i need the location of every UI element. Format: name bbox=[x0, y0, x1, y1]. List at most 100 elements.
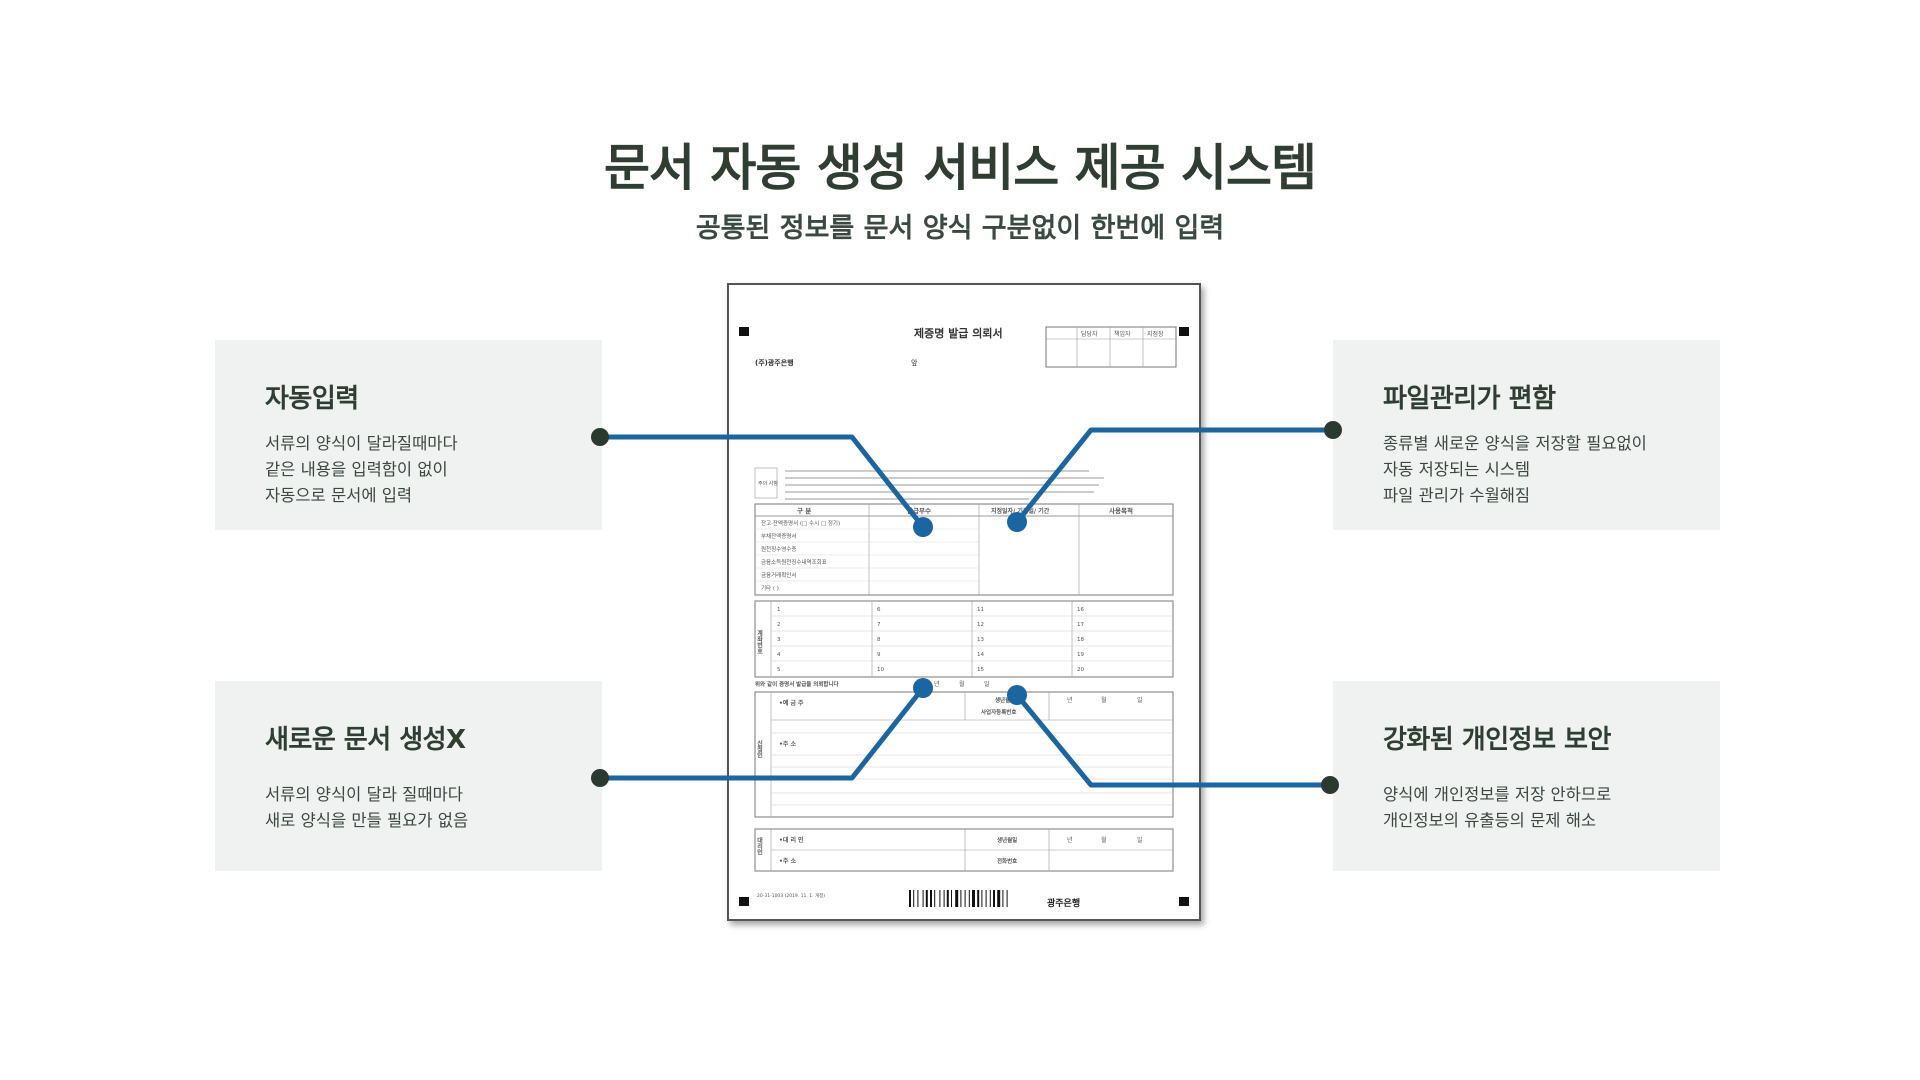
notice-section: 주의 사항 bbox=[754, 467, 1104, 500]
applicant-section: 신청인 •예 금 주 생년월일 사업자등록번호 년 월 일 •주 소 bbox=[754, 691, 1174, 818]
svg-text:4: 4 bbox=[777, 652, 781, 658]
svg-text:구 분: 구 분 bbox=[797, 506, 811, 515]
svg-text:월: 월 bbox=[1101, 696, 1107, 704]
svg-text:년: 년 bbox=[934, 680, 940, 688]
corner-mark bbox=[1179, 897, 1189, 906]
svg-text:생년월일: 생년월일 bbox=[995, 696, 1015, 704]
recipient-label: 앞 bbox=[911, 359, 918, 367]
barcode-stripe bbox=[955, 890, 959, 907]
svg-text:금융소득원천징수내역조회표: 금융소득원천징수내역조회표 bbox=[761, 558, 827, 566]
svg-text:17: 17 bbox=[1077, 622, 1084, 628]
svg-text:생년월일: 생년월일 bbox=[997, 836, 1017, 844]
barcode-stripe bbox=[968, 890, 970, 907]
bank-name: (주)광주은행 bbox=[755, 358, 794, 367]
svg-text:부채잔액증명서: 부채잔액증명서 bbox=[761, 532, 796, 540]
approval-box: 담당자 책임자 지점장 bbox=[1045, 326, 1177, 368]
svg-text:발급부수: 발급부수 bbox=[907, 506, 931, 515]
svg-text:전화번호: 전화번호 bbox=[997, 857, 1017, 865]
feature-title: 파일관리가 편함 bbox=[1383, 384, 1556, 414]
svg-text:일: 일 bbox=[1137, 696, 1143, 704]
svg-text:1: 1 bbox=[777, 607, 781, 613]
request-line: 위와 같이 증명서 발급을 의뢰합니다 bbox=[755, 680, 840, 688]
feature-desc-line: 새로 양식을 만들 필요가 없음 bbox=[265, 811, 469, 830]
feature-desc-line: 서류의 양식이 달라 질때마다 bbox=[265, 785, 463, 804]
svg-text:6: 6 bbox=[877, 607, 881, 613]
svg-text:•주 소: •주 소 bbox=[779, 740, 796, 748]
document-type-table: 구 분 발급부수 지정일자/ 기준일/ 기간 사용목적 잔고·잔액증명서 (□ … bbox=[754, 503, 1174, 596]
svg-text:•대 리 인: •대 리 인 bbox=[779, 836, 804, 844]
svg-text:원천징수영수증: 원천징수영수증 bbox=[761, 545, 796, 553]
svg-text:15: 15 bbox=[977, 667, 984, 673]
svg-text:대리인: 대리인 bbox=[756, 836, 763, 856]
barcode-stripe bbox=[989, 890, 991, 907]
barcode-stripe bbox=[939, 890, 941, 907]
svg-text:월: 월 bbox=[1101, 836, 1107, 844]
form-code: 20-31-1003 (2019. 11. 1. 개정) bbox=[757, 892, 825, 899]
svg-text:책임자: 책임자 bbox=[1114, 330, 1131, 338]
svg-text:년: 년 bbox=[1067, 836, 1073, 844]
feature-desc-line: 서류의 양식이 달라질때마다 bbox=[265, 434, 458, 453]
barcode-stripe bbox=[1002, 890, 1004, 907]
barcode-stripe bbox=[997, 890, 1001, 907]
barcode-stripe bbox=[946, 890, 949, 907]
svg-text:5: 5 bbox=[777, 667, 781, 673]
document-form-drawing: 제증명 발급 의뢰서 (주)광주은행 앞 담당자 책임자 지점장 주의 사항 bbox=[739, 326, 1189, 909]
svg-text:10: 10 bbox=[877, 667, 884, 673]
barcode-stripe bbox=[934, 890, 936, 907]
svg-text:금융거래확인서: 금융거래확인서 bbox=[761, 571, 796, 579]
barcode-stripe bbox=[993, 890, 995, 907]
svg-text:3: 3 bbox=[777, 637, 781, 643]
account-number-grid: 계좌번호 1 2 3 4 5 6 7 8 9 10 11 12 13 bbox=[754, 600, 1174, 678]
svg-text:12: 12 bbox=[977, 622, 984, 628]
feature-desc-line: 자동 저장되는 시스템 bbox=[1383, 460, 1531, 479]
corner-mark bbox=[1179, 327, 1189, 336]
svg-text:일: 일 bbox=[984, 680, 990, 688]
svg-text:지정일자/ 기준일/ 기간: 지정일자/ 기준일/ 기간 bbox=[991, 507, 1050, 515]
svg-text:2: 2 bbox=[777, 622, 781, 628]
feature-desc-line: 종류별 새로운 양식을 저장할 필요없이 bbox=[1383, 434, 1647, 453]
feature-card-privacy-security: 강화된 개인정보 보안 양식에 개인정보를 저장 안하므로 개인정보의 유출등의… bbox=[1333, 681, 1720, 871]
feature-card-file-management: 파일관리가 편함 종류별 새로운 양식을 저장할 필요없이 자동 저장되는 시스… bbox=[1333, 340, 1720, 530]
feature-title: 자동입력 bbox=[265, 384, 359, 414]
feature-card-no-new-document: 새로운 문서 생성X 서류의 양식이 달라 질때마다 새로 양식을 만들 필요가… bbox=[215, 681, 602, 871]
svg-text:16: 16 bbox=[1077, 607, 1084, 613]
svg-text:기타 ( ): 기타 ( ) bbox=[761, 584, 779, 592]
svg-text:주의 사항: 주의 사항 bbox=[758, 480, 778, 487]
barcode-stripe bbox=[981, 890, 983, 907]
feature-title: 강화된 개인정보 보안 bbox=[1383, 725, 1611, 755]
bank-footer-logo: 광주은행 bbox=[1047, 897, 1080, 909]
svg-text:20: 20 bbox=[1077, 667, 1084, 673]
feature-card-auto-input: 자동입력 서류의 양식이 달라질때마다 같은 내용을 입력함이 없이 자동으로 … bbox=[215, 340, 602, 530]
svg-text:년: 년 bbox=[1067, 696, 1073, 704]
page-title: 문서 자동 생성 서비스 제공 시스템 bbox=[603, 139, 1317, 197]
document-form: 제증명 발급 의뢰서 (주)광주은행 앞 담당자 책임자 지점장 주의 사항 bbox=[727, 283, 1201, 921]
svg-text:14: 14 bbox=[977, 652, 984, 658]
svg-text:7: 7 bbox=[877, 622, 881, 628]
svg-text:8: 8 bbox=[877, 637, 881, 643]
svg-text:•주 소: •주 소 bbox=[779, 857, 796, 865]
barcode-stripe bbox=[972, 890, 975, 907]
svg-text:담당자: 담당자 bbox=[1081, 330, 1098, 338]
svg-text:18: 18 bbox=[1077, 637, 1084, 643]
feature-desc-line: 양식에 개인정보를 저장 안하므로 bbox=[1383, 785, 1612, 804]
svg-text:계좌번호: 계좌번호 bbox=[756, 629, 763, 654]
corner-mark bbox=[739, 327, 749, 336]
barcode-stripe bbox=[925, 890, 928, 907]
barcode-stripe bbox=[930, 890, 932, 907]
barcode-stripe bbox=[922, 890, 924, 907]
barcode-stripe bbox=[1006, 890, 1008, 907]
svg-text:지점장: 지점장 bbox=[1147, 330, 1164, 338]
feature-desc-line: 자동으로 문서에 입력 bbox=[265, 486, 413, 505]
barcode-stripe bbox=[951, 890, 952, 907]
corner-mark bbox=[739, 897, 749, 906]
barcode-stripe bbox=[985, 890, 987, 907]
svg-text:사용목적: 사용목적 bbox=[1109, 506, 1133, 515]
feature-title: 새로운 문서 생성X bbox=[265, 725, 466, 755]
svg-text:13: 13 bbox=[977, 637, 984, 643]
svg-text:신청인: 신청인 bbox=[756, 739, 763, 759]
barcode-stripe bbox=[943, 890, 945, 907]
feature-desc-line: 개인정보의 유출등의 문제 해소 bbox=[1383, 811, 1597, 830]
page-subtitle: 공통된 정보를 문서 양식 구분없이 한번에 입력 bbox=[695, 213, 1225, 244]
svg-text:•예 금 주: •예 금 주 bbox=[779, 699, 804, 707]
svg-text:사업자등록번호: 사업자등록번호 bbox=[981, 708, 1016, 716]
